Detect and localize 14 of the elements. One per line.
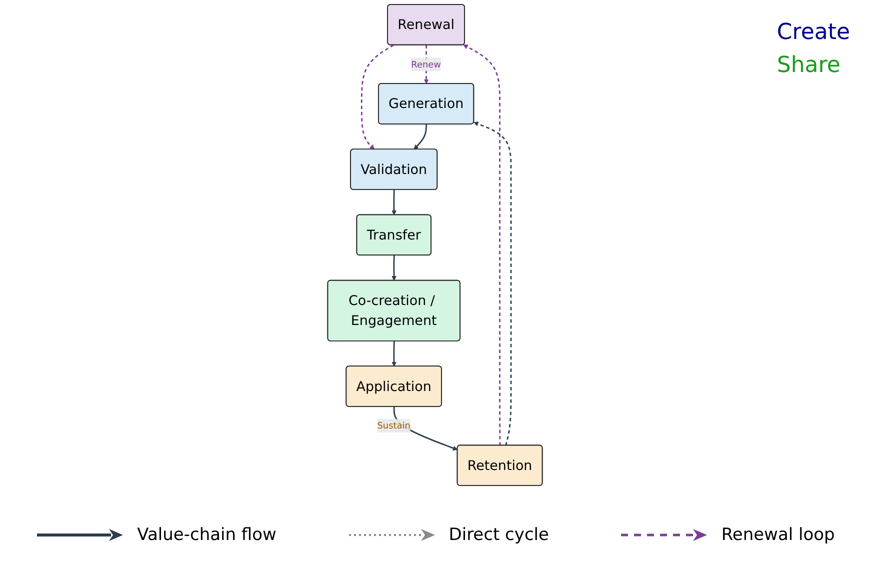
phase-label: Share [776,53,842,78]
edge-label: Renew [411,58,442,70]
legend-label: Renewal loop [721,525,835,545]
edge-label: Sustain [377,420,410,431]
arrow [474,122,512,446]
phase-label: Create [776,20,850,45]
arrow [414,124,428,150]
arrow [360,44,394,150]
legend-label: Direct cycle [448,525,549,545]
arrow [392,190,396,216]
arrow [463,44,501,446]
legend-label: Value-chain flow [137,525,276,545]
arrow [392,255,396,281]
arrow [392,341,396,367]
